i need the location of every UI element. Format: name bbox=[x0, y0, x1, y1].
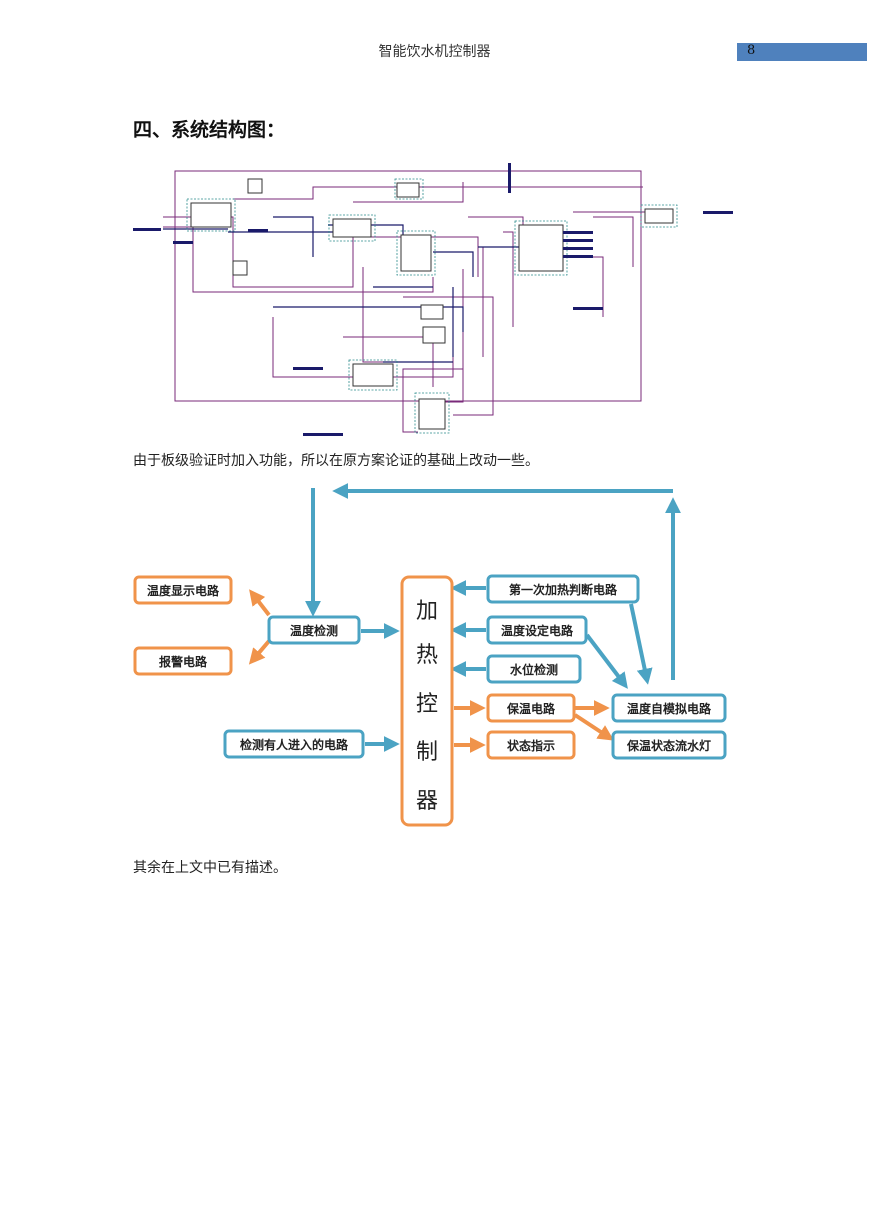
node-alarm: 报警电路 bbox=[133, 646, 233, 676]
node-keep-warm: 保温电路 bbox=[486, 693, 576, 723]
paragraph-outro: 其余在上文中已有描述。 bbox=[133, 860, 287, 876]
svg-text:保温状态流水灯: 保温状态流水灯 bbox=[626, 738, 711, 753]
svg-text:检测有人进入的电路: 检测有人进入的电路 bbox=[240, 737, 349, 752]
node-first-heat: 第一次加热判断电路 bbox=[486, 574, 640, 604]
node-temp-set: 温度设定电路 bbox=[486, 615, 588, 645]
node-water-level: 水位检测 bbox=[486, 654, 582, 684]
system-block-diagram: 加 热 控 制 器 温度显示电路 报警电路 温度检测 检测有人进入的电路 第一次… bbox=[133, 483, 727, 827]
node-warm-led: 保温状态流水灯 bbox=[611, 730, 727, 760]
svg-text:保温电路: 保温电路 bbox=[506, 701, 556, 716]
svg-text:报警电路: 报警电路 bbox=[159, 654, 208, 669]
controller-char: 热 bbox=[416, 643, 438, 668]
section-heading: 四、系统结构图： bbox=[133, 119, 286, 141]
svg-text:温度自模拟电路: 温度自模拟电路 bbox=[627, 701, 712, 716]
svg-text:温度显示电路: 温度显示电路 bbox=[147, 583, 220, 598]
svg-text:状态指示: 状态指示 bbox=[507, 738, 555, 753]
page-number-bar: 8 bbox=[737, 43, 867, 61]
node-temp-sim: 温度自模拟电路 bbox=[611, 693, 727, 723]
node-person-detect: 检测有人进入的电路 bbox=[223, 729, 365, 759]
node-temp-detect: 温度检测 bbox=[267, 615, 361, 645]
page-number: 8 bbox=[747, 43, 756, 58]
node-status: 状态指示 bbox=[486, 730, 576, 760]
controller-char: 器 bbox=[416, 789, 438, 814]
controller-box: 加 热 控 制 器 bbox=[400, 575, 454, 827]
node-temp-display: 温度显示电路 bbox=[133, 575, 233, 605]
svg-text:温度设定电路: 温度设定电路 bbox=[501, 623, 574, 638]
svg-text:水位检测: 水位检测 bbox=[510, 662, 558, 677]
controller-char: 控 bbox=[416, 692, 438, 717]
svg-text:温度检测: 温度检测 bbox=[290, 623, 338, 638]
paragraph-intro: 由于板级验证时加入功能，所以在原方案论证的基础上改动一些。 bbox=[133, 453, 539, 469]
controller-char: 加 bbox=[416, 599, 438, 624]
rtl-schematic bbox=[133, 163, 733, 436]
controller-char: 制 bbox=[416, 740, 438, 765]
svg-text:第一次加热判断电路: 第一次加热判断电路 bbox=[509, 582, 618, 597]
page-header-title: 智能饮水机控制器 bbox=[378, 44, 491, 60]
